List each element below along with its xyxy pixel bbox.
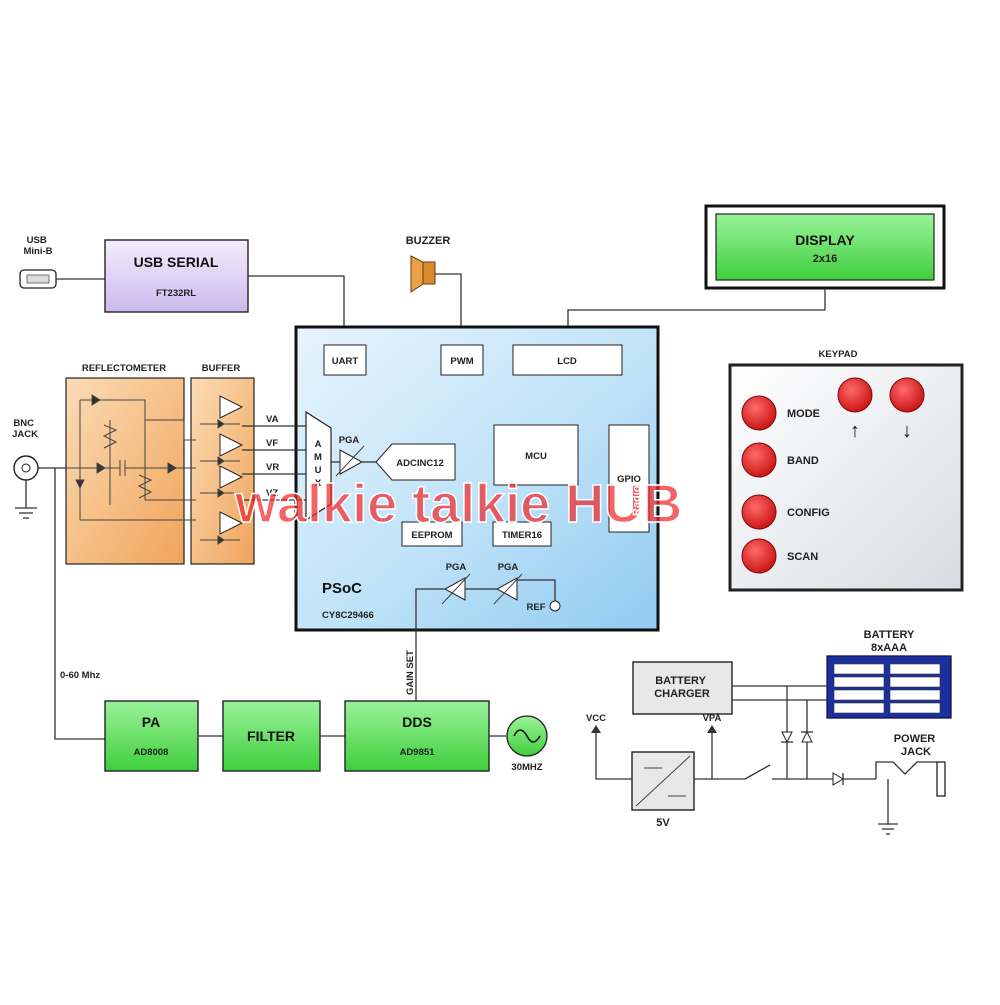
- usb-serial-title: USB SERIAL: [134, 254, 219, 270]
- bnc-jack-label: BNC JACK: [12, 418, 38, 440]
- oscillator-icon: [506, 715, 548, 757]
- usb-serial-chip: FT232RL: [156, 288, 196, 299]
- vpa-label: VPA: [703, 713, 722, 724]
- dds-block: DDS AD9851: [344, 700, 490, 772]
- display-title: DISPLAY: [795, 232, 855, 248]
- key-band[interactable]: BAND: [741, 442, 819, 478]
- range-label: 0-60 Mhz: [60, 670, 100, 681]
- regulator-label: 5V: [656, 817, 670, 829]
- eeprom-block: [401, 521, 463, 547]
- key-mode-label: MODE: [787, 408, 820, 420]
- battery-title: BATTERY: [864, 629, 915, 641]
- key-scan[interactable]: SCAN: [741, 538, 818, 574]
- amux-letter-3: U: [315, 465, 322, 476]
- keypad-label: KEYPAD: [819, 349, 858, 360]
- arrow-down-icon: ↓: [902, 420, 912, 442]
- uart-block: [323, 344, 367, 376]
- pa-title: PA: [142, 714, 160, 730]
- mcu-block: [493, 424, 579, 486]
- key-config-label: CONFIG: [787, 507, 830, 519]
- gain-set-label: GAIN SET: [405, 650, 416, 695]
- signal-vz: VZ: [266, 488, 278, 499]
- watermark-tag: Radio: [631, 485, 643, 516]
- buzzer-icon: [410, 255, 436, 293]
- dds-chip: AD9851: [400, 747, 436, 758]
- power-jack-icon: [892, 761, 946, 797]
- key-down[interactable]: ↓: [889, 377, 925, 442]
- gpio-label: GPIO: [617, 474, 641, 485]
- pwm-block: [440, 344, 484, 376]
- lcd-label: LCD: [557, 356, 577, 367]
- arrow-up-icon: ↑: [850, 420, 860, 442]
- filter-label: FILTER: [247, 728, 295, 744]
- display-size: 2x16: [813, 253, 837, 265]
- psoc-part: CY8C29466: [322, 610, 374, 621]
- adc-block: [375, 443, 456, 481]
- key-config[interactable]: CONFIG: [741, 494, 830, 530]
- battery-spec: 8xAAA: [871, 642, 907, 654]
- watermark-text: walkie talkie HUB: [234, 474, 682, 534]
- power-jack-label: POWER JACK: [894, 733, 939, 758]
- vcc-label: VCC: [586, 713, 606, 724]
- key-mode[interactable]: MODE: [741, 395, 820, 431]
- amux-letter-1: A: [315, 439, 322, 450]
- pga-bottom-2-icon: [495, 577, 518, 601]
- key-up[interactable]: ↑: [837, 377, 873, 442]
- pga-amux-label: PGA: [339, 435, 360, 446]
- signal-vf: VF: [266, 438, 278, 449]
- timer-block: [492, 521, 552, 547]
- usb-serial-block: USB SERIAL FT232RL: [104, 239, 249, 313]
- pga-bottom-1-label: PGA: [446, 562, 467, 573]
- adc-label: ADCINC12: [396, 458, 444, 469]
- psoc-name: PSoC: [322, 580, 362, 597]
- pa-block: PA AD8008: [104, 700, 199, 772]
- timer-label: TIMER16: [502, 530, 542, 541]
- regulator-block: [631, 751, 695, 811]
- usb-connector-icon: [19, 269, 57, 289]
- osc-label: 30MHZ: [511, 762, 542, 773]
- amux-letter-4: X: [315, 478, 322, 489]
- key-scan-label: SCAN: [787, 551, 818, 563]
- signal-lines: [242, 425, 306, 501]
- buffer-label: BUFFER: [202, 363, 241, 374]
- usb-connector-label: USB Mini-B: [23, 235, 52, 257]
- battery-pack-icon: [826, 655, 952, 719]
- lcd-block: [512, 344, 623, 376]
- amux-block: [305, 410, 332, 522]
- reflectometer-schematic: [60, 394, 196, 521]
- signal-vr: VR: [266, 462, 279, 473]
- amux-letter-2: M: [314, 452, 322, 463]
- ref-icon: [549, 600, 561, 612]
- mcu-label: MCU: [525, 451, 547, 462]
- pwm-label: PWM: [450, 356, 473, 367]
- dds-title: DDS: [402, 714, 432, 730]
- gpio-block: [608, 424, 650, 533]
- pa-chip: AD8008: [134, 747, 169, 758]
- eeprom-label: EEPROM: [411, 530, 452, 541]
- buffer-opamps: [200, 395, 244, 545]
- filter-block: FILTER: [222, 700, 321, 772]
- charger-block: BATTERY CHARGER: [632, 661, 733, 715]
- reflectometer-label: REFLECTOMETER: [82, 363, 166, 374]
- pga-bottom-2-label: PGA: [498, 562, 519, 573]
- signal-va: VA: [266, 414, 279, 425]
- bnc-jack-icon: [13, 455, 39, 519]
- buzzer-label: BUZZER: [406, 235, 451, 247]
- psoc-block: [294, 325, 660, 632]
- display-block: DISPLAY 2x16: [704, 204, 946, 290]
- key-band-label: BAND: [787, 455, 819, 467]
- uart-label: UART: [332, 356, 359, 367]
- ref-label: REF: [527, 602, 546, 613]
- charger-label: BATTERY CHARGER: [654, 675, 710, 700]
